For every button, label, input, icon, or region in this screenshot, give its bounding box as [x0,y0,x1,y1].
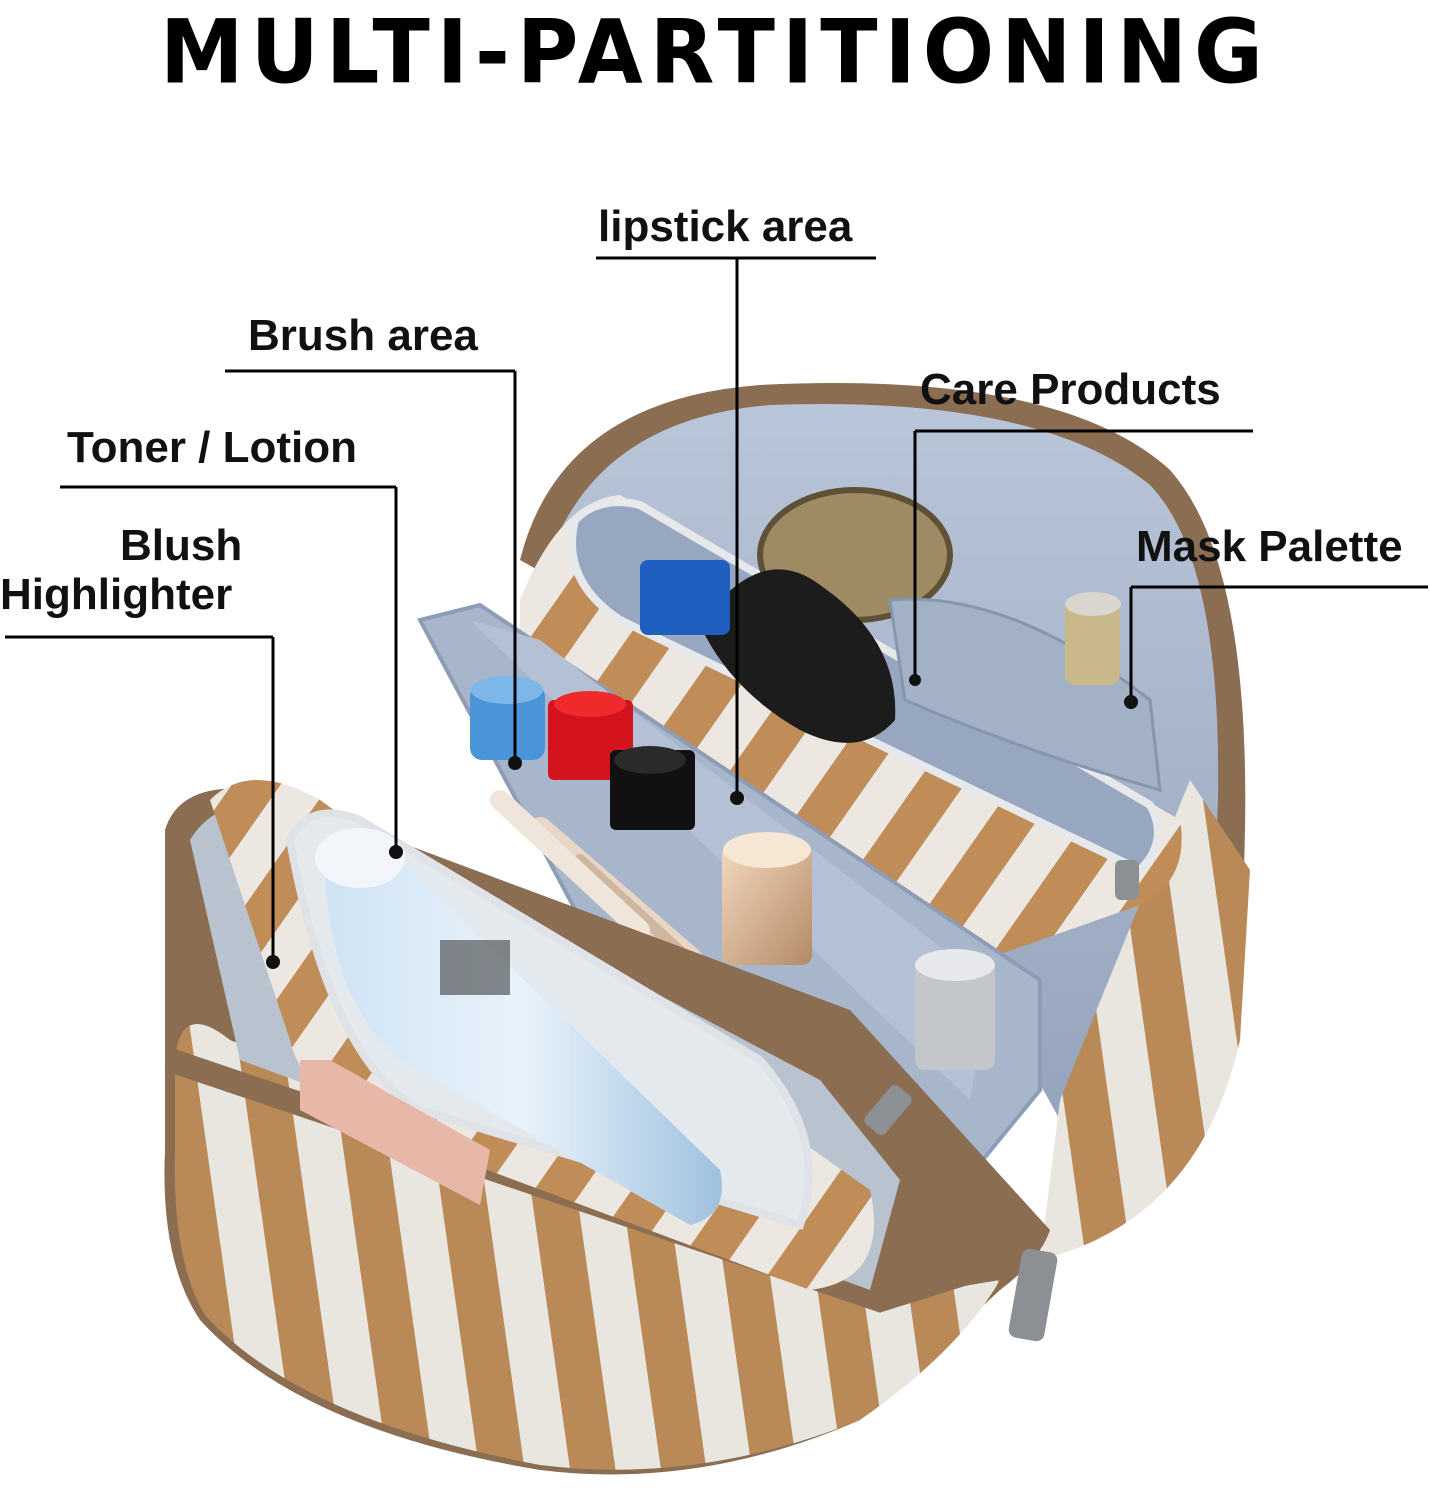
gold-cap-bottle [722,845,812,965]
lipstick-dot [730,791,744,805]
care-dot [909,674,921,686]
brush-dot [508,756,522,770]
blush-dot [266,955,280,969]
blue-box [640,560,730,635]
perfume-bottle [1065,600,1120,685]
callout-toner-lotion: Toner / Lotion [67,423,358,472]
mask-dot [1124,695,1138,709]
callout-brush-area: Brush area [248,311,478,360]
callout-mask-palette: Mask Palette [1136,522,1403,571]
bag-right-side [1040,780,1250,1260]
zipper-pulls [864,860,1139,1342]
callout-blush: Blush [120,521,243,570]
callout-highlighter: Highlighter [0,570,233,619]
blush-compact [300,1060,490,1205]
silver-cap-bottle [915,960,995,1070]
page-title: MULTI-PARTITIONING [160,0,1270,104]
sunglasses [700,569,896,743]
callout-lipstick-area: lipstick area [598,202,853,251]
toner-dot [389,845,403,859]
spray-bottle [315,828,722,1225]
elastic-pocket [888,597,1162,793]
callout-care-products: Care Products [920,365,1221,414]
lipstick-tubes [470,676,695,830]
